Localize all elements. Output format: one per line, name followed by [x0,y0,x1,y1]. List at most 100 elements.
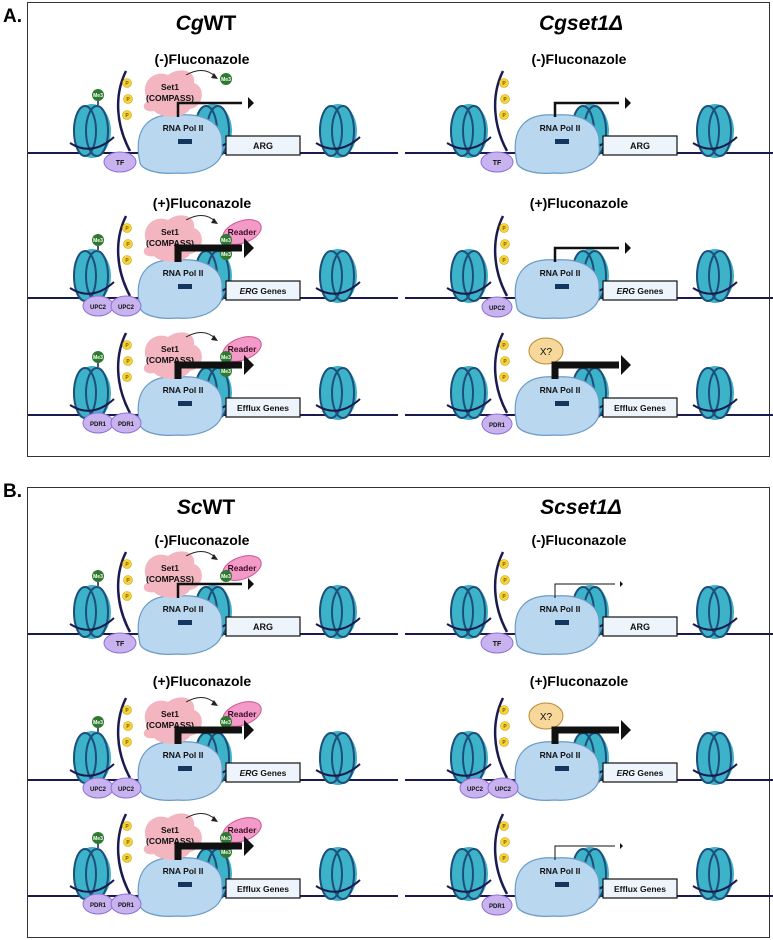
gene-box: ARG [602,135,678,156]
panel-b-right-minus-title: (-)Fluconazole [531,532,627,548]
svg-text:Me3: Me3 [221,238,231,244]
panel-b-label: B. [3,481,22,502]
pdr1-factor: PDR1 [110,412,142,434]
transcription-arrow [174,836,254,860]
rna-pol-ii: RNA Pol II [137,114,223,174]
pdr1-label: PDR1 [118,903,135,909]
tf-label: TF [116,160,125,167]
me3-mark: Me3 [92,89,104,101]
gene-box: Efflux Genes [602,397,678,418]
nucleosome [692,731,738,785]
phospho-mark: P [499,737,509,747]
svg-text:Me3: Me3 [93,720,103,726]
rna-pol-ii: RNA Pol II [514,857,600,917]
phospho-mark: P [499,340,509,350]
pdr1-label: PDR1 [118,422,135,428]
ctd-tail [493,70,509,152]
transcription-arrow [174,238,254,262]
gene-box: ARG [225,135,301,156]
transcription-arrow [554,843,623,860]
gene-box: ARG [225,616,301,637]
svg-text:P: P [502,708,506,714]
ctd-tail [116,70,132,152]
nucleosome [692,104,738,158]
svg-text:P: P [502,343,506,349]
nucleosome [692,366,738,420]
pdr1-factor: PDR1 [481,413,513,435]
panel-a-label: A. [3,6,22,27]
pdr1-factor: PDR1 [82,412,114,434]
set1-label: Set1 [161,709,179,719]
gene-label: Efflux Genes [614,884,666,894]
phospho-mark: P [499,705,509,715]
svg-text:P: P [502,594,506,600]
svg-text:P: P [502,856,506,862]
me3-mark: Me3 [220,234,232,246]
panel-b-right-plus-title: (+)Fluconazole [529,673,629,689]
svg-text:P: P [503,359,507,365]
reader-label: Reader [228,825,258,835]
ctd-tail [116,215,132,297]
svg-text:P: P [126,724,130,730]
nucleosome [446,249,492,303]
gene-box: ERG Genes [225,280,301,301]
svg-text:Me3: Me3 [93,836,103,842]
svg-text:Me3: Me3 [93,574,103,580]
phospho-mark: P [122,110,132,120]
phospho-mark: P [500,356,510,366]
compass-label: (COMPASS) [146,238,194,248]
gene-label: ARG [253,622,273,632]
me3-mark: Me3 [92,351,104,363]
upc2-factor: UPC2 [82,295,114,317]
ctd-tail [116,697,132,779]
panel-a-right-minus-title: (-)Fluconazole [531,51,627,67]
phospho-mark: P [500,239,510,249]
me3-mark: Me3 [92,832,104,844]
svg-text:P: P [125,258,129,264]
set1-label: Set1 [161,227,179,237]
gene-label: ARG [630,141,650,151]
rna-pol-ii: RNA Pol II [137,595,223,655]
ctd-tail [493,813,509,895]
ctd-tail [493,215,509,297]
phospho-mark: P [122,223,132,233]
pdr1-label: PDR1 [489,904,506,910]
transcription-arrow [551,355,631,379]
unknown-factor-label: X? [540,347,553,358]
svg-text:P: P [126,359,130,365]
phospho-mark: P [499,591,509,601]
rna-pol-ii-label: RNA Pol II [163,268,204,278]
rna-pol-ii: RNA Pol II [514,741,600,801]
nucleosome [446,366,492,420]
phospho-mark: P [123,575,133,585]
pdr1-factor: PDR1 [481,894,513,916]
panel-b-left-plus-title: (+)Fluconazole [152,673,252,689]
svg-text:P: P [502,113,506,119]
transcription-arrow [174,355,254,379]
gene-box: ARG [602,616,678,637]
me3-mark: Me3 [220,73,232,85]
nucleosome [69,585,115,639]
transcription-arrow [553,97,631,117]
gene-label: Efflux Genes [237,884,289,894]
transcription-arrow [553,242,631,262]
nucleosome [315,585,361,639]
pdr1-label: PDR1 [90,903,107,909]
phospho-mark: P [122,78,132,88]
phospho-mark: P [123,837,133,847]
reader-label: Reader [228,344,258,354]
upc2-label: UPC2 [495,787,512,793]
gene-box: ERG Genes [225,762,301,783]
nucleosome [446,731,492,785]
phospho-mark: P [499,372,509,382]
nucleosome [446,104,492,158]
phospho-mark: P [123,94,133,104]
upc2-label: UPC2 [118,787,135,793]
upc2-factor: UPC2 [481,296,513,318]
panel-b-right-title: Scset1Δ [540,496,622,519]
